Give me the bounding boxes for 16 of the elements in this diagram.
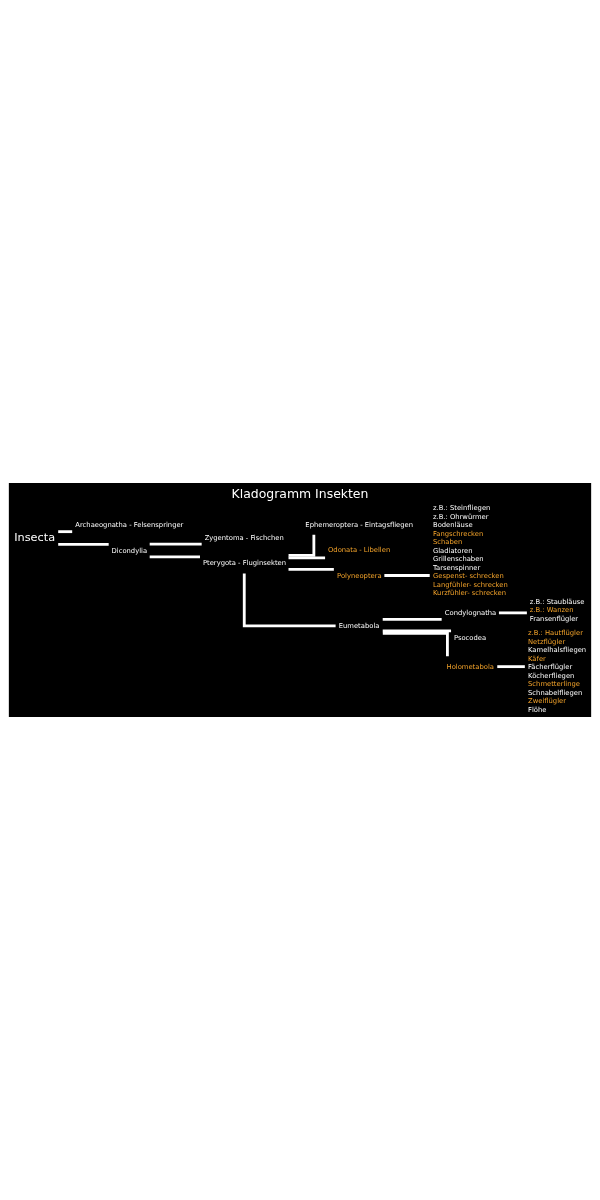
connector xyxy=(288,534,316,557)
connector xyxy=(149,542,202,546)
connector xyxy=(242,573,336,628)
connector xyxy=(58,543,109,546)
connector xyxy=(58,530,73,534)
connector xyxy=(382,629,452,633)
connector xyxy=(149,555,200,559)
connector xyxy=(288,556,326,560)
connector xyxy=(382,617,442,621)
connector xyxy=(384,574,430,577)
node-text: Insecta xyxy=(14,531,56,544)
connector xyxy=(498,611,527,615)
connector xyxy=(382,632,449,657)
connector xyxy=(497,665,525,669)
connector xyxy=(288,567,334,571)
diagram-title: Kladogramm Insekten xyxy=(231,485,369,501)
